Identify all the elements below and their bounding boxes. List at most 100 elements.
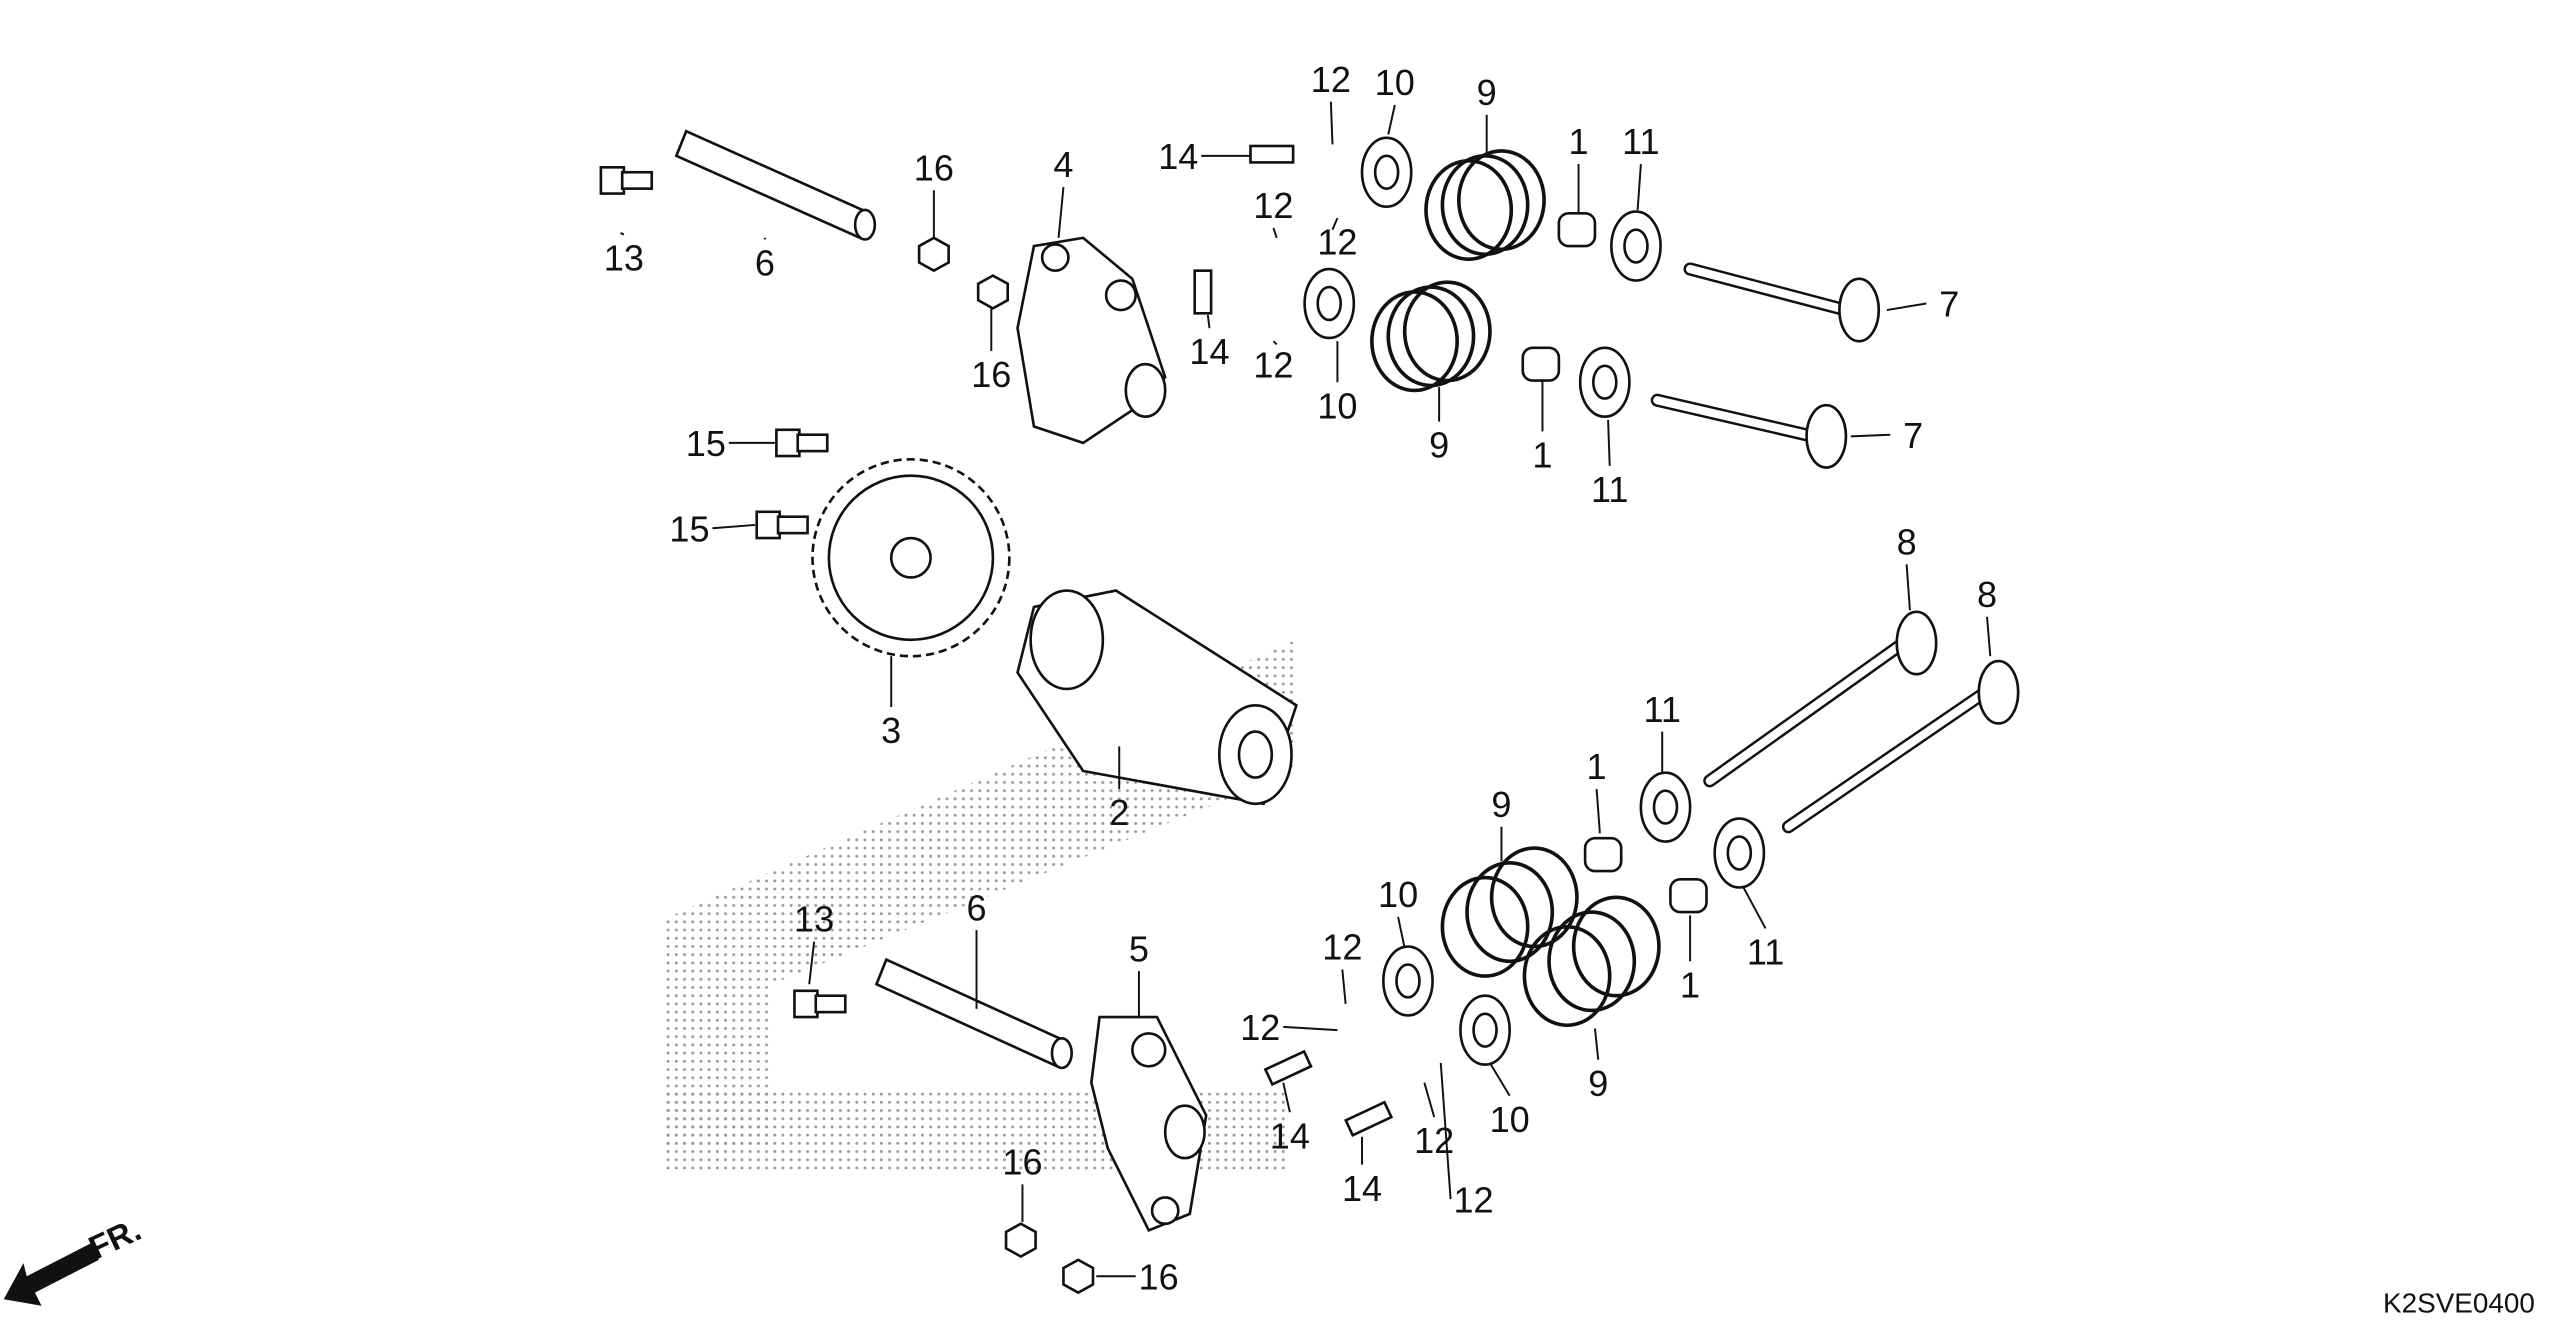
callout: 11 [1622,121,1659,162]
leader-line [1593,1028,1600,1060]
bolt [599,166,654,195]
leader-line [1387,104,1396,135]
callout: 9 [1588,1063,1608,1104]
callout: 6 [755,243,775,284]
callout: 1 [1569,121,1589,162]
leader-line [1057,186,1065,238]
callout: 12 [1240,1007,1280,1048]
adjuster-14 [1263,1049,1313,1087]
callout: 12 [1414,1120,1454,1161]
callout: 11 [1591,469,1628,510]
callout: 12 [1253,344,1293,385]
bolt [793,989,847,1019]
callout: 16 [1139,1256,1179,1297]
leader-line [1986,616,1992,657]
callout: 4 [1053,144,1073,185]
leader-line [1636,163,1642,211]
callout: 1 [1532,435,1552,476]
valve-7 [1683,262,1881,343]
seat-11 [1610,210,1662,282]
nut-16 [976,274,1010,310]
leader-line [1331,217,1339,231]
leader-line [808,941,816,985]
retainer-10 [1360,136,1413,209]
rocker-arm-5 [1090,1015,1208,1232]
leader-line [1886,302,1927,312]
callout: 14 [1270,1115,1310,1156]
callout: 16 [971,354,1011,395]
callout: 10 [1375,62,1415,103]
rocker-shaft-lower [874,957,1073,1070]
retainer-10 [1382,945,1434,1017]
callout: 2 [1109,792,1129,833]
seat-11 [1578,346,1631,418]
callout: 3 [881,710,901,751]
retainer-10 [1303,267,1356,340]
rocker-shaft-upper [674,129,877,241]
camshaft-2 [1016,589,1298,806]
callout: 13 [794,899,834,940]
spring-9 [1424,149,1546,261]
small-parts [599,136,2020,1295]
callout: 13 [604,238,644,279]
callout: 12 [1453,1179,1493,1220]
callout: 14 [1189,331,1229,372]
leader-line [1423,1082,1436,1118]
callout: 12 [1311,59,1351,100]
leader-line [1439,1062,1452,1200]
leader-line [712,523,756,530]
leader-line [1741,885,1767,929]
spring-9 [1370,280,1492,393]
leader-lines [620,101,1992,1278]
callout: 15 [669,508,709,549]
callout: 15 [686,423,726,464]
valve-8 [1781,659,2020,834]
leader-line [1595,788,1601,834]
cam-sprocket-3 [811,457,1011,658]
callout: 12 [1322,927,1362,968]
callout: 8 [1897,521,1917,562]
seat-11 [1639,771,1692,843]
valve-seal-1 [1669,877,1708,914]
leader-line [620,232,625,236]
leader-line [1206,314,1211,329]
leader-line [1283,1025,1338,1032]
callout: 10 [1490,1099,1530,1140]
valve-7 [1650,393,1848,469]
callout: 1 [1587,746,1607,787]
bolt [775,428,829,458]
valve-seal-1 [1557,211,1597,248]
adjuster-14 [1249,144,1295,164]
callout: 12 [1317,221,1357,262]
leader-line [1282,1082,1291,1113]
bolt [755,510,809,540]
leader-line [1272,227,1278,239]
leader-line [1905,564,1911,611]
callout: 9 [1491,784,1511,825]
rocker-arm-4 [1016,236,1167,445]
callout: 5 [1129,928,1149,969]
spring-9 [1440,846,1579,978]
leader-line [1397,916,1406,949]
callout: 16 [1002,1142,1042,1183]
leader-line [1329,101,1334,145]
arrow-icon [3,1243,99,1306]
leader-line [1850,433,1891,438]
callout: 14 [1158,136,1198,177]
callout: 14 [1342,1168,1382,1209]
spring-9 [1522,895,1661,1028]
callout: 11 [1643,689,1680,730]
leader-line [1341,969,1347,1005]
nut-16 [1062,1258,1095,1295]
callout: 11 [1747,932,1784,973]
callout: 16 [914,147,954,188]
callout: 10 [1317,385,1357,426]
callout: 8 [1977,574,1997,615]
callout: 1 [1680,964,1700,1005]
callout: 9 [1429,425,1449,466]
front-direction-arrow: FR. [3,1210,146,1306]
callout: 12 [1253,185,1293,226]
leader-line [1272,340,1278,346]
nut-16 [1004,1222,1037,1259]
